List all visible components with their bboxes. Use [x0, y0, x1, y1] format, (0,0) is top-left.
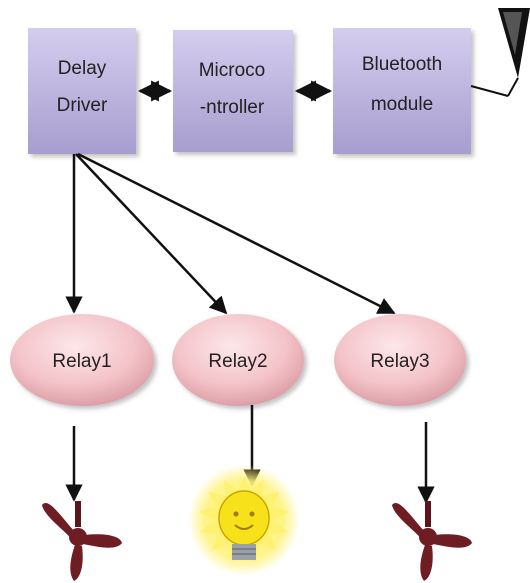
delay-driver-label-line2: Driver	[57, 95, 108, 116]
relay1-node: Relay1	[10, 314, 154, 406]
relay3-label: Relay3	[370, 351, 429, 372]
relay2-label: Relay2	[208, 351, 267, 372]
bluetooth-label-line2: module	[371, 94, 433, 115]
relay3-node: Relay3	[334, 314, 466, 406]
bulb-icon	[188, 464, 300, 576]
relay1-label: Relay1	[52, 351, 111, 372]
microcontroller-label-line1: Microco	[199, 60, 266, 81]
delay-driver-block: Delay Driver	[28, 28, 136, 154]
bluetooth-module-block: Bluetooth module	[333, 28, 471, 154]
delay-driver-label-line1: Delay	[58, 58, 107, 79]
microcontroller-block: Microco -ntroller	[173, 30, 293, 152]
bluetooth-label-line1: Bluetooth	[362, 54, 442, 75]
fan-icon	[392, 501, 472, 581]
arrow-driver-relay2	[75, 153, 228, 315]
relay2-node: Relay2	[172, 314, 304, 406]
fan-icon	[42, 501, 122, 581]
antenna-icon	[470, 8, 530, 97]
arrow-driver-relay3	[77, 152, 396, 315]
microcontroller-label-line2: -ntroller	[200, 97, 265, 118]
